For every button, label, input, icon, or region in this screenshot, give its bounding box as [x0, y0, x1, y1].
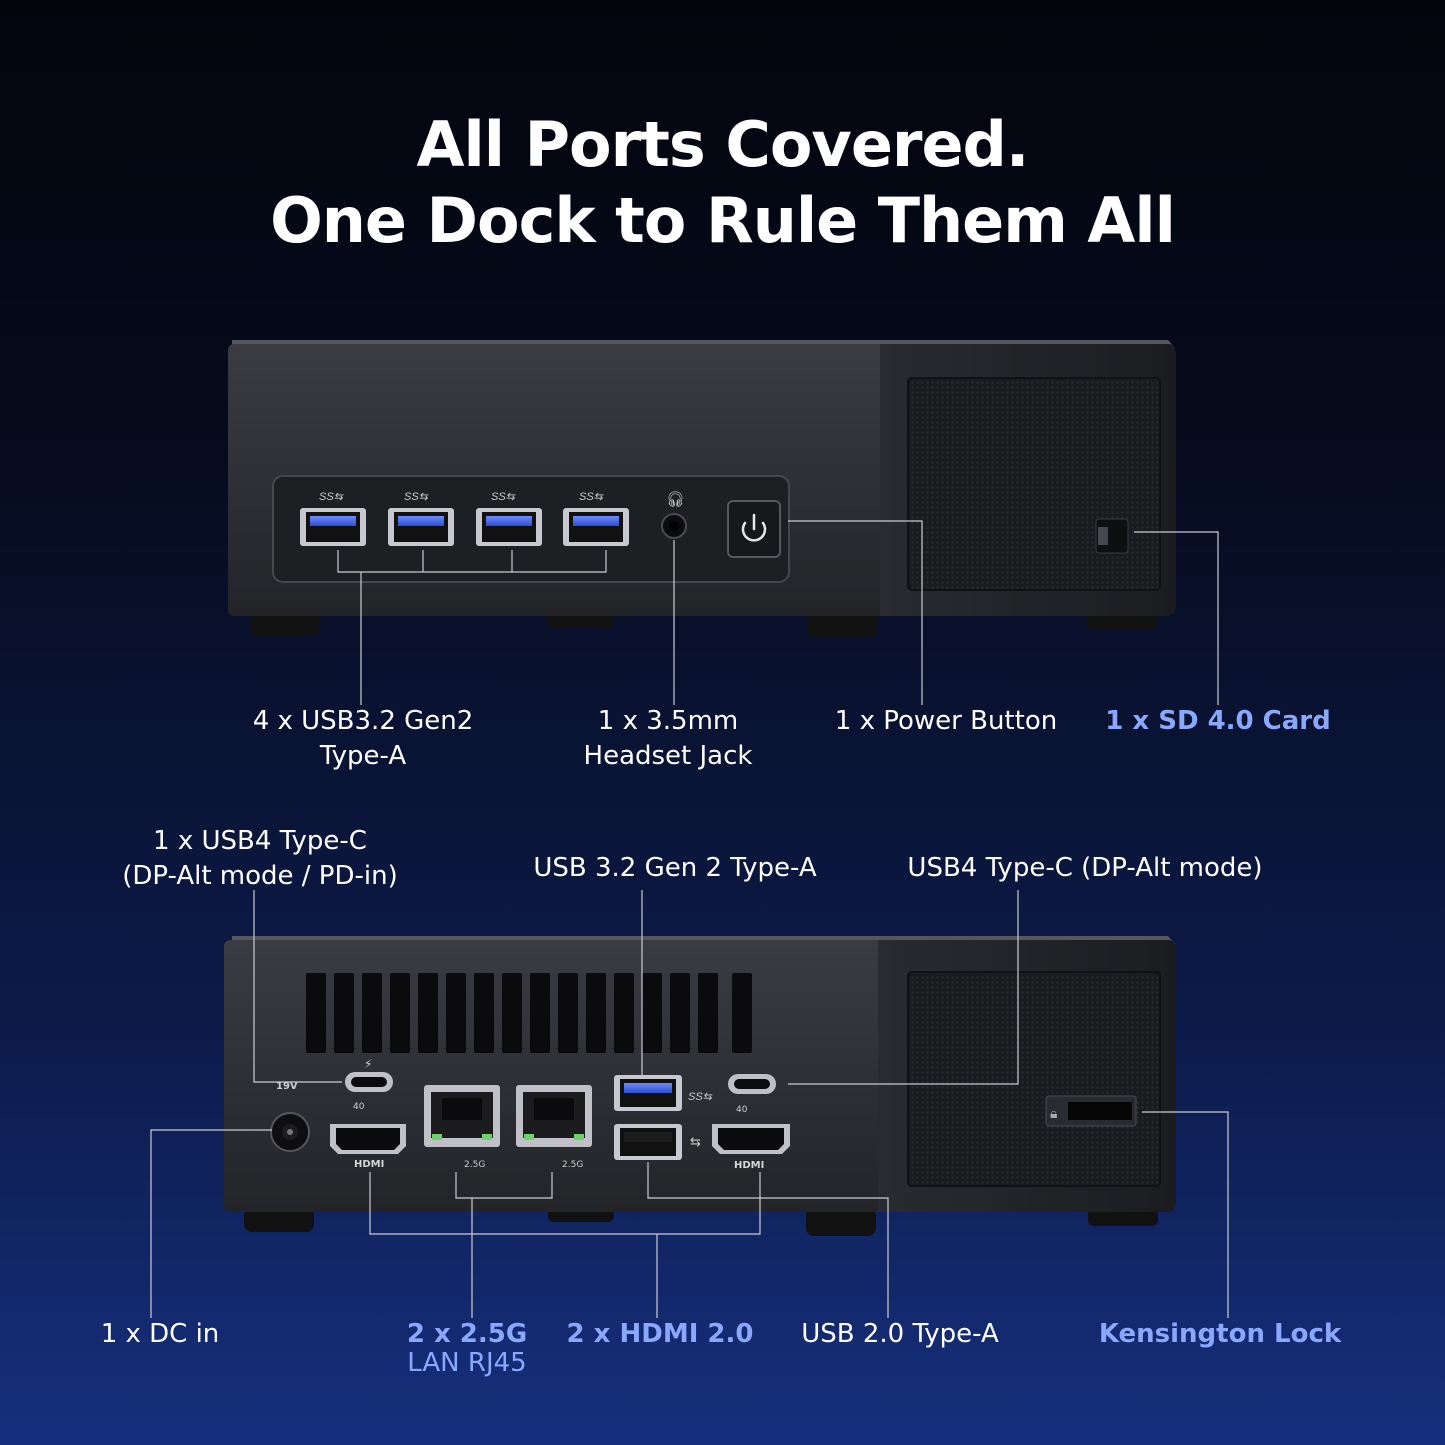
label-sd-card: 1 x SD 4.0 Card [1105, 706, 1331, 736]
kensington-lock-slot[interactable]: 🔒︎ [1045, 1095, 1137, 1127]
front-usb-port[interactable]: SS⇆ [300, 491, 366, 546]
label-lan-line1: 2 x 2.5G [406, 1319, 528, 1349]
label-usb32-gen2: 4 x USB3.2 Gen2 Type-A [233, 704, 493, 774]
pd-charge-icon: ⚡︎ [364, 1057, 372, 1071]
lan-port[interactable]: 2.5G [424, 1085, 500, 1170]
hdmi-mark: HDMI [354, 1159, 384, 1170]
front-usb-port[interactable]: SS⇆ [563, 491, 629, 546]
front-foot [808, 612, 878, 638]
headline-line2: One Dock to Rule Them All [270, 184, 1176, 257]
label-kensington: Kensington Lock [1098, 1319, 1342, 1349]
usb4-speed-mark: 40 [736, 1105, 748, 1115]
usb20-port[interactable]: ⇆ [614, 1124, 701, 1160]
hdmi-port-left[interactable]: HDMI [330, 1124, 406, 1170]
lan-speed-mark: 2.5G [464, 1160, 485, 1170]
label-usb32-gen2-line2: Type-A [319, 741, 407, 771]
label-headset-jack-line1: 1 x 3.5mm [597, 706, 739, 736]
front-usb-port[interactable]: SS⇆ [476, 491, 542, 546]
rear-device: 🔒︎ 19V ⚡︎ [150, 890, 1229, 1318]
hdmi-mark: HDMI [734, 1160, 764, 1171]
usb4-pd-port[interactable]: ⚡︎ 40 [345, 1057, 393, 1112]
label-lan-line2: LAN RJ45 [407, 1348, 527, 1378]
front-leader-lines [337, 520, 1219, 705]
label-headset-jack: 1 x 3.5mm Headset Jack [548, 704, 788, 774]
ss-usb-icon: SS⇆ [319, 491, 344, 503]
rear-mesh-vent [907, 971, 1161, 1187]
label-headset-jack-line2: Headset Jack [583, 741, 753, 771]
ss-usb-icon: SS⇆ [579, 491, 604, 503]
front-foot [1088, 612, 1158, 630]
rear-foot [1088, 1208, 1158, 1226]
usb-icon: ⇆ [690, 1135, 701, 1150]
lock-icon: 🔒︎ [1050, 1106, 1057, 1122]
ss-usb-icon: SS⇆ [688, 1091, 713, 1103]
front-device: SS⇆ SS⇆ SS⇆ SS⇆ 🎧︎ [228, 340, 1219, 705]
label-dc-in: 1 x DC in [100, 1319, 220, 1349]
label-usb32-gen2-line1: 4 x USB3.2 Gen2 [252, 706, 474, 736]
headline-line1: All Ports Covered. [416, 108, 1030, 181]
power-button[interactable] [727, 500, 781, 558]
label-usb20: USB 2.0 Type-A [801, 1319, 999, 1349]
headset-jack[interactable]: 🎧︎ [661, 490, 687, 539]
front-foot [250, 612, 320, 636]
rear-vent-slots [306, 973, 752, 1053]
power-icon [741, 513, 767, 542]
label-usb32-rear: USB 3.2 Gen 2 Type-A [533, 853, 817, 883]
rear-leader-lines [150, 890, 1229, 1318]
ss-usb-icon: SS⇆ [404, 491, 429, 503]
label-usb4-dp: USB4 Type-C (DP-Alt mode) [907, 853, 1263, 883]
rear-foot [806, 1208, 876, 1236]
ss-usb-icon: SS⇆ [491, 491, 516, 503]
dc-voltage-mark: 19V [276, 1081, 298, 1092]
front-usb-port[interactable]: SS⇆ [388, 491, 454, 546]
label-lan: 2 x 2.5G LAN RJ45 [382, 1317, 552, 1381]
rear-foot [244, 1208, 314, 1232]
headphone-icon: 🎧︎ [666, 490, 685, 508]
label-usb4-pd-line2: (DP-Alt mode / PD-in) [122, 861, 398, 891]
usb32-port[interactable]: SS⇆ [614, 1075, 713, 1111]
usb4-speed-mark: 40 [353, 1102, 365, 1112]
label-hdmi: 2 x HDMI 2.0 [566, 1319, 754, 1349]
label-usb4-pd: 1 x USB4 Type-C (DP-Alt mode / PD-in) [100, 824, 420, 894]
usb4-dp-port[interactable]: 40 [728, 1074, 776, 1115]
label-usb4-pd-line1: 1 x USB4 Type-C [153, 826, 367, 856]
lan-speed-mark: 2.5G [562, 1160, 583, 1170]
front-mesh-vent [907, 377, 1161, 591]
hdmi-port-right[interactable]: HDMI [712, 1124, 790, 1171]
lan-port[interactable]: 2.5G [516, 1085, 592, 1170]
label-power-button: 1 x Power Button [834, 706, 1058, 736]
dc-in-port[interactable]: 19V [270, 1081, 310, 1152]
